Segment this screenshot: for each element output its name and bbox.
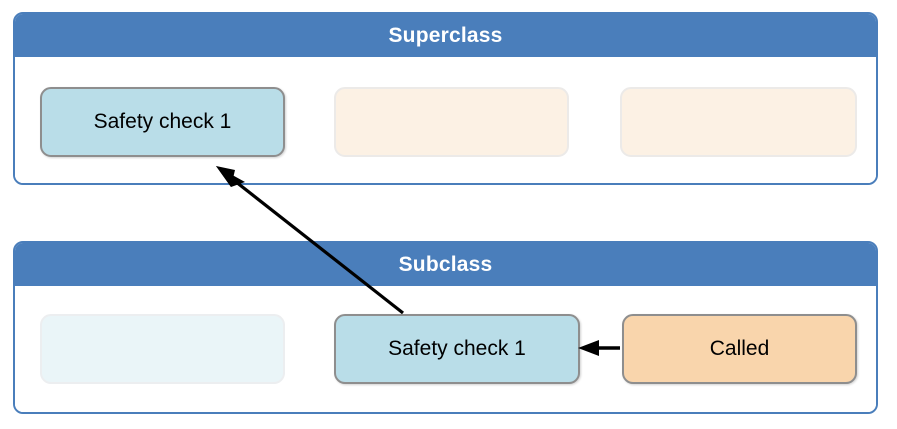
subclass-title: Subclass bbox=[15, 243, 876, 286]
subclass-container: Subclass Safety check 1 Called bbox=[13, 241, 878, 414]
superclass-container: Superclass Safety check 1 bbox=[13, 12, 878, 185]
superclass-safety-check-1[interactable]: Safety check 1 bbox=[40, 87, 285, 157]
superclass-method-3[interactable] bbox=[620, 87, 857, 157]
subclass-safety-check-1[interactable]: Safety check 1 bbox=[334, 314, 580, 384]
superclass-method-2[interactable] bbox=[334, 87, 569, 157]
superclass-method-row: Safety check 1 bbox=[15, 57, 876, 183]
superclass-title: Superclass bbox=[15, 14, 876, 57]
subclass-method-row: Safety check 1 Called bbox=[15, 286, 876, 412]
subclass-called[interactable]: Called bbox=[622, 314, 857, 384]
subclass-method-1[interactable] bbox=[40, 314, 285, 384]
